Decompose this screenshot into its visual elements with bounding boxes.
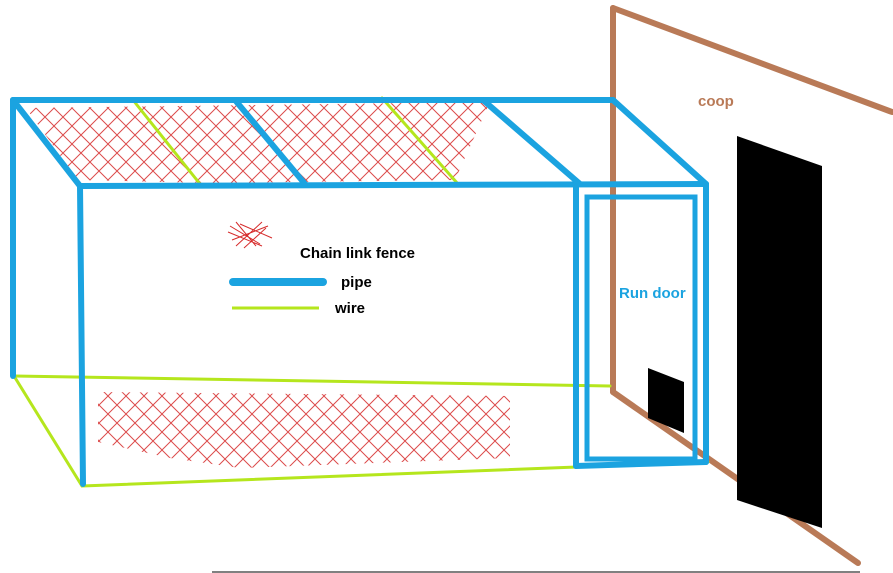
run-door-frame bbox=[584, 194, 698, 462]
roof-chain-link-mesh bbox=[26, 102, 490, 183]
pipe-frame bbox=[10, 97, 709, 487]
floor-chain-link-mesh bbox=[98, 392, 510, 468]
pipe-top-left-rail bbox=[10, 97, 83, 189]
coop-wall bbox=[610, 5, 893, 566]
coop-roof-edge bbox=[610, 5, 893, 115]
wire-roof-brace-2 bbox=[380, 96, 460, 186]
run-door-label: Run door bbox=[619, 285, 686, 302]
legend: Chain link fence pipe wire bbox=[227, 221, 415, 317]
legend-chain-link-swatch bbox=[227, 221, 273, 249]
coop-doorway bbox=[737, 136, 822, 528]
legend-chain-link-label: Chain link fence bbox=[300, 245, 415, 262]
chicken-pop-door bbox=[648, 368, 684, 433]
pipe-bottom-front-rail bbox=[573, 459, 709, 469]
pipe-front-left-post bbox=[77, 183, 86, 487]
pipe-roof-rib-1 bbox=[232, 97, 308, 187]
legend-pipe-label: pipe bbox=[341, 274, 372, 291]
pipe-top-right-rail bbox=[610, 97, 709, 187]
wire-floor-back bbox=[12, 374, 612, 388]
wire-roof-brace-1 bbox=[131, 98, 202, 186]
pipe-top-front-rail bbox=[77, 181, 709, 189]
wire-floor-left bbox=[12, 374, 84, 488]
coop-label: coop bbox=[698, 93, 734, 110]
coop-wall-bottom-edge bbox=[610, 389, 861, 566]
legend-wire-label: wire bbox=[334, 300, 365, 317]
pipe-roof-rib-2 bbox=[480, 97, 583, 187]
